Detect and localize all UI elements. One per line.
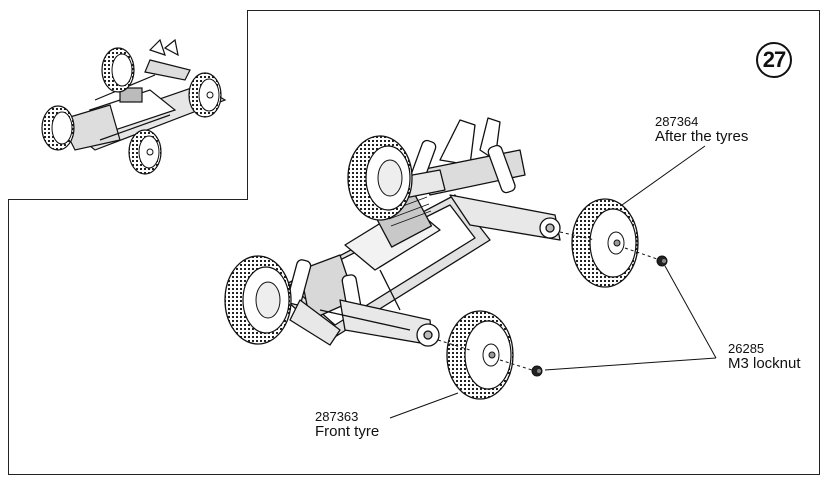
front-right-tyre: [446, 310, 514, 400]
inset-wheel-front-left: [41, 105, 75, 151]
part-number: 26285: [728, 341, 765, 356]
locknut-front: [531, 365, 543, 377]
step-number-badge: 27: [756, 42, 792, 78]
part-name: After the tyres: [655, 127, 749, 145]
inset-wheel-rear-left: [101, 47, 135, 93]
rear-right-tyre: [571, 198, 639, 288]
inset-car: [59, 38, 227, 151]
callout-locknut: 26285 M3 locknut: [728, 342, 801, 371]
locknut-rear: [656, 255, 668, 267]
leader-lines: [389, 145, 717, 419]
part-number: 287363: [315, 409, 359, 424]
axle-guides: [437, 231, 661, 371]
main-chassis: [274, 117, 561, 347]
part-name: Front tyre: [315, 422, 380, 440]
inset-wheel-front-right: [128, 129, 162, 175]
part-number: 287364: [655, 114, 699, 129]
front-left-wheel: [224, 255, 292, 345]
inset-wheel-rear-right: [188, 72, 222, 118]
callout-rear-tyre: 287364 After the tyres: [655, 115, 748, 144]
part-name: M3 locknut: [728, 354, 801, 372]
callout-front-tyre: 287363 Front tyre: [315, 410, 379, 439]
rear-left-wheel: [347, 135, 413, 221]
step-number: 27: [762, 47, 787, 72]
